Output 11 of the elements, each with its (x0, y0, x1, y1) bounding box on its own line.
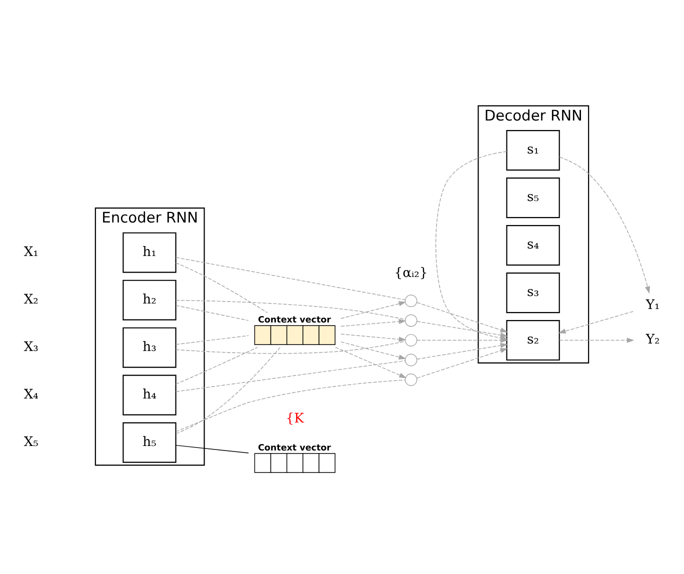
label: X₅ (24, 434, 38, 450)
label: X₂ (24, 292, 38, 307)
label: {αᵢ₂} (394, 266, 428, 281)
node-text: Y₁ (646, 298, 660, 313)
node-text: Y₂ (646, 332, 660, 347)
node-label: Context vector (258, 314, 331, 325)
label: X₄ (24, 386, 38, 402)
label: X₁ (24, 244, 38, 260)
label: X₃ (24, 339, 38, 354)
label: {K (286, 410, 304, 426)
node-text: Context vector (258, 442, 331, 453)
